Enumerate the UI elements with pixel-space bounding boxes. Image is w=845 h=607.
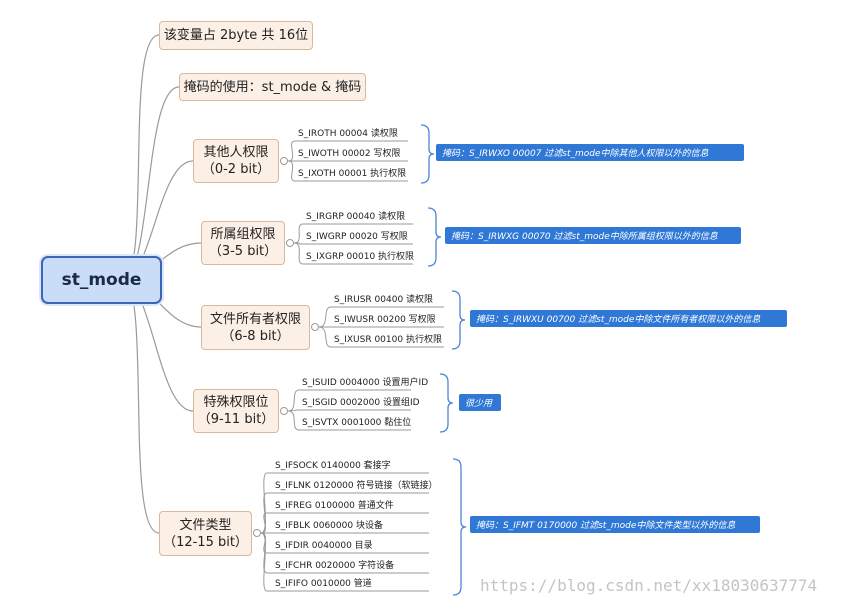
type-connector xyxy=(260,532,268,592)
collapse-toggle[interactable] xyxy=(311,323,319,331)
branch-special-bits[interactable]: 特殊权限位 （9-11 bit） xyxy=(193,389,279,433)
branch-connector xyxy=(121,279,160,534)
root-node[interactable]: st_mode xyxy=(41,256,162,304)
brace-group xyxy=(427,207,442,267)
branch-mask[interactable]: 掩码的使用：st_mode & 掩码 xyxy=(179,73,366,101)
leaf-s-irgrp[interactable]: S_IRGRP 00040 读权限 xyxy=(306,212,406,222)
leaf-s-isvtx[interactable]: S_ISVTX 0001000 黏住位 xyxy=(302,418,412,428)
watermark-url: https://blog.csdn.net/xx18030637774 xyxy=(480,576,818,595)
leaf-s-iflnk[interactable]: S_IFLNK 0120000 符号链接（软链接） xyxy=(275,481,438,491)
leaf-s-iroth[interactable]: S_IROTH 00004 读权限 xyxy=(298,129,398,139)
leaf-s-iwusr[interactable]: S_IWUSR 00200 写权限 xyxy=(334,315,436,325)
summary-owner-mask[interactable]: 掩码：S_IRWXU 00700 过滤st_mode中除文件所有者权限以外的信息 xyxy=(470,310,787,327)
brace-owner xyxy=(451,290,466,350)
collapse-toggle[interactable] xyxy=(280,407,288,415)
special-connector xyxy=(287,410,300,431)
branch-subtitle: （3-5 bit） xyxy=(208,244,278,259)
branch-title: 文件所有者权限 xyxy=(209,311,301,327)
branch-title: 其他人权限 xyxy=(203,145,269,160)
leaf-s-ifblk[interactable]: S_IFBLK 0060000 块设备 xyxy=(275,521,383,531)
other-connector xyxy=(287,140,296,162)
collapse-toggle[interactable] xyxy=(280,157,288,165)
branch-subtitle: （12-15 bit） xyxy=(163,534,248,550)
leaf-s-ixusr[interactable]: S_IXUSR 00100 执行权限 xyxy=(334,335,442,345)
leaf-s-iwgrp[interactable]: S_IWGRP 00020 写权限 xyxy=(306,232,408,242)
branch-group-permission[interactable]: 所属组权限 （3-5 bit） xyxy=(201,221,285,265)
leaf-s-irusr[interactable]: S_IRUSR 00400 读权限 xyxy=(334,295,434,305)
branch-size[interactable]: 该变量占 2byte 共 16位 xyxy=(159,21,313,50)
owner-connector xyxy=(318,326,332,348)
branch-title: 所属组权限 xyxy=(210,227,276,242)
leaf-s-isgid[interactable]: S_ISGID 0002000 设置组ID xyxy=(302,398,420,408)
leaf-s-ifdir[interactable]: S_IFDIR 0040000 目录 xyxy=(275,541,373,551)
summary-filetype-mask[interactable]: 掩码：S_IFMT 0170000 过滤st_mode中除文件类型以外的信息 xyxy=(470,516,760,533)
branch-title: 特殊权限位 xyxy=(203,395,269,410)
leaf-s-ifchr[interactable]: S_IFCHR 0020000 字符设备 xyxy=(275,561,395,571)
brace-special xyxy=(439,373,454,433)
special-connector xyxy=(287,389,300,412)
other-connector xyxy=(287,160,296,182)
type-connector xyxy=(260,512,268,534)
type-connector xyxy=(260,492,268,534)
summary-group-mask[interactable]: 掩码：S_IRWXG 00070 过滤st_mode中除所属组权限以外的信息 xyxy=(445,227,741,244)
branch-subtitle: （0-2 bit） xyxy=(201,162,271,177)
branch-other-permission[interactable]: 其他人权限 （0-2 bit） xyxy=(193,139,279,183)
owner-connector xyxy=(318,306,332,328)
summary-special-rarely-used[interactable]: 很少用 xyxy=(459,394,501,411)
branch-subtitle: （9-11 bit） xyxy=(197,412,275,427)
collapse-toggle[interactable] xyxy=(286,239,294,247)
leaf-s-ififo[interactable]: S_IFIFO 0010000 管道 xyxy=(275,579,372,589)
group-connector xyxy=(293,223,304,244)
branch-title: 该变量占 2byte 共 16位 xyxy=(163,28,309,43)
leaf-s-isuid[interactable]: S_ISUID 0004000 设置用户ID xyxy=(302,378,429,388)
leaf-s-ixgrp[interactable]: S_IXGRP 00010 执行权限 xyxy=(306,252,415,262)
leaf-s-iwoth[interactable]: S_IWOTH 00002 写权限 xyxy=(298,149,401,159)
leaf-s-ifreg[interactable]: S_IFREG 0100000 普通文件 xyxy=(275,501,394,511)
branch-connector xyxy=(121,86,180,281)
branch-title: 掩码的使用：st_mode & 掩码 xyxy=(183,79,362,95)
branch-owner-permission[interactable]: 文件所有者权限 （6-8 bit） xyxy=(201,305,310,350)
leaf-s-ixoth[interactable]: S_IXOTH 00001 执行权限 xyxy=(298,169,407,179)
branch-subtitle: （6-8 bit） xyxy=(221,328,290,344)
root-label: st_mode xyxy=(61,270,142,290)
brace-other xyxy=(420,124,435,184)
branch-file-type[interactable]: 文件类型 （12-15 bit） xyxy=(159,511,252,556)
group-connector xyxy=(293,242,304,265)
branch-title: 文件类型 xyxy=(179,517,232,533)
collapse-toggle[interactable] xyxy=(253,529,261,537)
summary-other-mask[interactable]: 掩码：S_IRWXO 00007 过滤st_mode中除其他人权限以外的信息 xyxy=(436,144,744,161)
leaf-s-ifsock[interactable]: S_IFSOCK 0140000 套接字 xyxy=(275,461,391,471)
brace-filetype xyxy=(452,458,467,596)
